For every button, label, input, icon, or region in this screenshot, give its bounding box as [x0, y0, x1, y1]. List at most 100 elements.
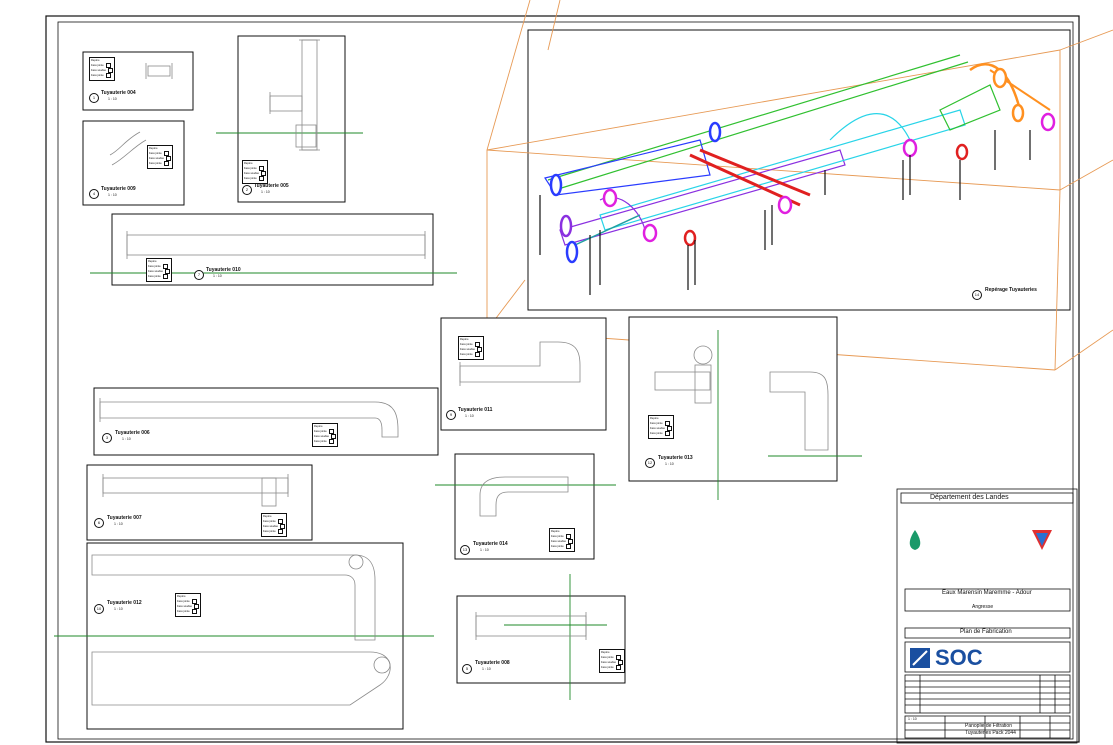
bom-header: Repère: [314, 425, 323, 428]
bom-row: Face jointe: [148, 275, 161, 279]
logo-landes-icon: [1032, 530, 1052, 550]
pipes-2d: [91, 39, 829, 706]
bom-header: Repère: [650, 417, 659, 420]
bom-header: Repère: [601, 651, 610, 654]
bom-header: Repère: [91, 59, 100, 62]
bom-row: Face soudée: [148, 270, 163, 274]
bom-row: Face soudée: [263, 525, 278, 529]
view-title: Tuyauterie 004: [101, 90, 136, 96]
view-scale: 1 : 10: [482, 667, 491, 671]
bom-row: Face soudée: [460, 348, 475, 352]
bom-row: Face soudée: [244, 172, 259, 176]
outer-frame: [45, 15, 1080, 743]
bom-table: Repère Face jointe Face soudée Face join…: [89, 57, 115, 81]
view-number: 3: [102, 433, 112, 443]
view-title: Tuyauterie 008: [475, 660, 510, 666]
view-scale: 1 : 10: [213, 274, 222, 278]
bom-row: Face jointe: [91, 74, 104, 78]
view-title: Tuyauterie 014: [473, 541, 508, 547]
bom-table: Repère Face jointe Face soudée Face join…: [648, 415, 674, 439]
bom-table: Repère Face jointe Face soudée Face join…: [175, 593, 201, 617]
view-number: 9: [446, 410, 456, 420]
bom-row: Face jointe: [148, 265, 161, 269]
bom-table: Repère Face jointe Face soudée Face join…: [549, 528, 575, 552]
bom-header: Repère: [263, 515, 272, 518]
bom-header: Repère: [148, 260, 157, 263]
view-scale: 1 : 10: [108, 193, 117, 197]
view-number: 5: [462, 664, 472, 674]
view-number: 10: [94, 604, 104, 614]
view-scale: 1 : 10: [480, 548, 489, 552]
company-logo-text: SOC: [935, 645, 983, 670]
project-location: Angresse: [972, 604, 994, 610]
bom-header: Repère: [244, 162, 253, 165]
supports-3d: [539, 130, 1031, 295]
bom-row: Face jointe: [263, 530, 276, 534]
soc-logo-stroke: [912, 650, 928, 666]
bom-row: Face jointe: [551, 535, 564, 539]
bom-table: Repère Face jointe Face soudée Face join…: [458, 336, 484, 360]
view-title: Tuyauterie 007: [107, 515, 142, 521]
bom-row: Face soudée: [650, 427, 665, 431]
view-title: Tuyauterie 011: [458, 407, 493, 413]
view-number: 2: [242, 185, 252, 195]
view-number: 1: [89, 93, 99, 103]
bom-header: Repère: [177, 595, 186, 598]
bom-row: Face jointe: [650, 422, 663, 426]
bom-table: Repère Face jointe Face soudée Face join…: [312, 423, 338, 447]
sheet-title-line2: Tuyauteries Pack 2044: [965, 730, 1016, 736]
bom-row: Face jointe: [601, 666, 614, 670]
sheet-title-line1: Panoplie de Filtration: [965, 723, 1012, 729]
view-title: Repérage Tuyauteries: [985, 287, 1037, 293]
department-name: Département des Landes: [930, 494, 1009, 501]
bom-row: Face jointe: [244, 177, 257, 181]
bom-table: Repère Face jointe Face soudée Face join…: [147, 145, 173, 169]
view-scale: 1 : 10: [114, 522, 123, 526]
bom-row: Face jointe: [314, 430, 327, 434]
bom-row: Face jointe: [314, 440, 327, 444]
bom-table: Repère Face jointe Face soudée Face join…: [599, 649, 625, 673]
view-number: 7: [194, 270, 204, 280]
inner-frame: [57, 21, 1074, 740]
view-title: Tuyauterie 012: [107, 600, 142, 606]
bom-row: Face soudée: [149, 157, 164, 161]
bom-row: Face jointe: [263, 520, 276, 524]
bom-row: Face soudée: [177, 605, 192, 609]
bom-row: Face jointe: [149, 162, 162, 166]
bom-row: Face jointe: [460, 353, 473, 357]
bom-row: Face jointe: [91, 64, 104, 68]
view-number: 13: [460, 545, 470, 555]
view-scale: 1 : 10: [465, 414, 474, 418]
view-scale: 1 : 10: [261, 190, 270, 194]
view-number: 6: [94, 518, 104, 528]
bom-row: Face jointe: [149, 152, 162, 156]
view-title: Tuyauterie 006: [115, 430, 150, 436]
bom-row: Face jointe: [177, 610, 190, 614]
bom-row: Face soudée: [91, 69, 106, 73]
bom-row: Face jointe: [650, 432, 663, 436]
bom-row: Face soudée: [601, 661, 616, 665]
project-name: Eaux Marensin Maremme - Adour: [942, 590, 1032, 596]
bom-table: Repère Face jointe Face soudée Face join…: [146, 258, 172, 282]
bom-row: Face soudée: [314, 435, 329, 439]
bom-row: Face jointe: [551, 545, 564, 549]
drawing-title: Plan de Fabrication: [960, 629, 1012, 635]
bom-row: Face jointe: [244, 167, 257, 171]
bom-table: Repère Face jointe Face soudée Face join…: [261, 513, 287, 537]
flanges-3d: [549, 67, 1056, 264]
bom-row: Face jointe: [601, 656, 614, 660]
view-title: Tuyauterie 013: [658, 455, 693, 461]
view-title: Tuyauterie 005: [254, 183, 289, 189]
bom-row: Face jointe: [177, 600, 190, 604]
titleblock-scale: 1 : 10: [908, 717, 917, 721]
view-scale: 1 : 10: [122, 437, 131, 441]
bom-row: Face soudée: [551, 540, 566, 544]
view-scale: 1 : 10: [665, 462, 674, 466]
view-number: 14: [972, 290, 982, 300]
title-block-lines: [896, 488, 1078, 744]
logo-water-icon: [909, 530, 921, 550]
view-number: 4: [89, 189, 99, 199]
view-scale: 1 : 10: [114, 607, 123, 611]
